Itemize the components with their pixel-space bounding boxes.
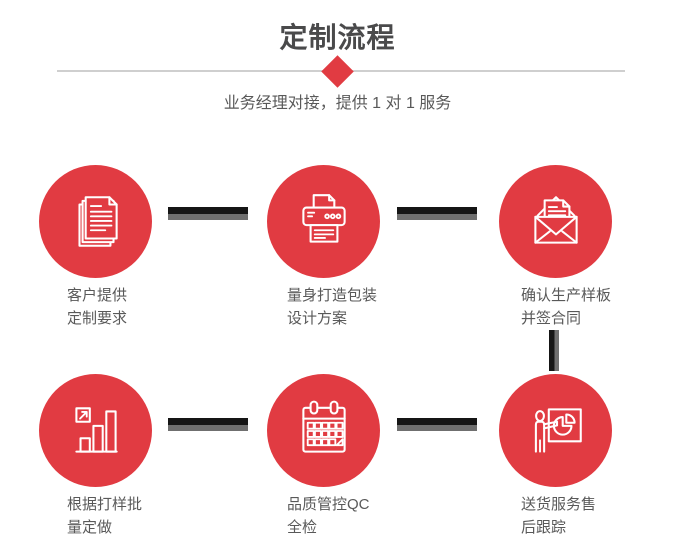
step-label-line2: 全检 <box>287 519 318 536</box>
step-circle <box>499 374 612 487</box>
step-label-line1: 送货服务售 <box>521 496 597 513</box>
step-label-line2: 后跟踪 <box>521 519 567 536</box>
connector-vertical <box>549 330 559 371</box>
step-label-line1: 根据打样批 <box>67 496 143 513</box>
connector-horizontal <box>168 207 248 220</box>
step-label: 客户提供 定制要求 <box>67 284 209 330</box>
presentation-icon <box>534 407 582 453</box>
page-subtitle: 业务经理对接，提供 1 对 1 服务 <box>223 95 452 112</box>
step-label-line1: 品质管控QC <box>287 496 370 513</box>
step-label: 送货服务售 后跟踪 <box>521 493 669 539</box>
diamond-icon <box>321 55 354 88</box>
step-label-line2: 量定做 <box>67 519 113 536</box>
step-label: 确认生产样板 并签合同 <box>521 284 669 330</box>
process-step-4: 根据打样批 量定做 <box>39 374 209 539</box>
process-step-1: 客户提供 定制要求 <box>39 165 209 330</box>
step-label: 品质管控QC 全检 <box>287 493 437 539</box>
page-title: 定制流程 <box>279 22 396 53</box>
process-step-3: 确认生产样板 并签合同 <box>499 165 669 330</box>
step-circle <box>267 374 380 487</box>
bar-chart-icon <box>74 406 118 453</box>
step-circle <box>39 374 152 487</box>
step-label-line2: 定制要求 <box>67 310 128 327</box>
step-label-line2: 并签合同 <box>521 310 582 327</box>
calendar-icon <box>301 400 346 453</box>
documents-icon <box>77 195 118 247</box>
step-label: 根据打样批 量定做 <box>67 493 209 539</box>
connector-horizontal <box>397 418 477 431</box>
process-step-5: 品质管控QC 全检 <box>267 374 437 539</box>
step-label-line1: 客户提供 <box>67 287 128 304</box>
process-step-2: 量身打造包装 设计方案 <box>267 165 437 330</box>
printer-icon <box>301 193 346 243</box>
step-label-line2: 设计方案 <box>287 310 348 327</box>
step-label-line1: 确认生产样板 <box>521 287 612 304</box>
connector-horizontal <box>168 418 248 431</box>
envelope-icon <box>533 195 578 244</box>
connector-horizontal <box>397 207 477 220</box>
step-circle <box>267 165 380 278</box>
process-step-6: 送货服务售 后跟踪 <box>499 374 669 539</box>
step-circle <box>499 165 612 278</box>
step-label-line1: 量身打造包装 <box>287 287 378 304</box>
step-label: 量身打造包装 设计方案 <box>287 284 437 330</box>
step-circle <box>39 165 152 278</box>
